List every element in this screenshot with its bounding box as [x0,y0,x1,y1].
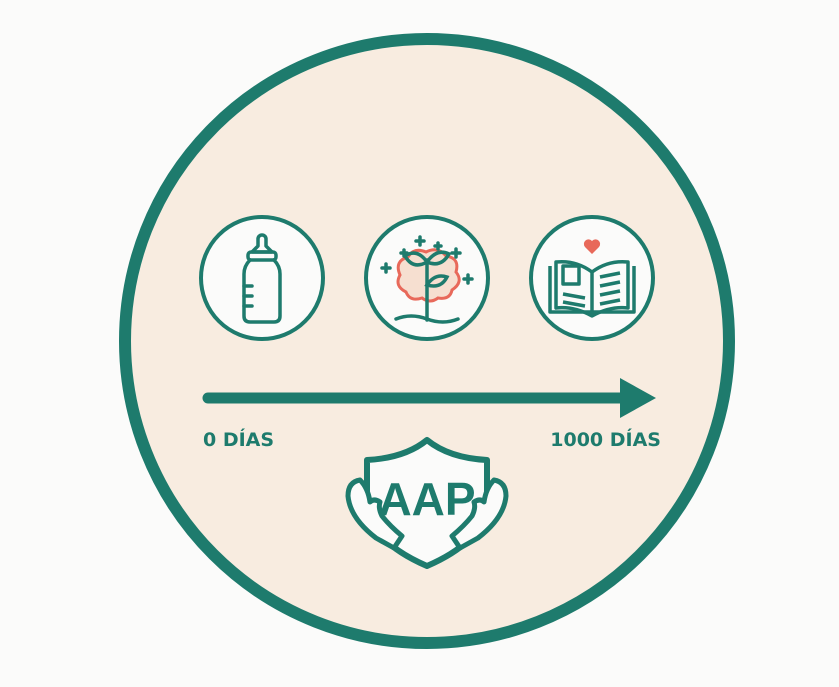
brain-sprout-icon [364,215,490,341]
shield-hands-icon [345,437,509,569]
aap-badge-text: AAP [378,473,475,525]
timeline-end-label: 1000 DÍAS [550,428,661,451]
timeline-start-label: 0 DÍAS [203,428,274,451]
baby-bottle-icon [199,215,325,341]
book-heart-icon [529,215,655,341]
timeline-arrow [202,378,656,418]
